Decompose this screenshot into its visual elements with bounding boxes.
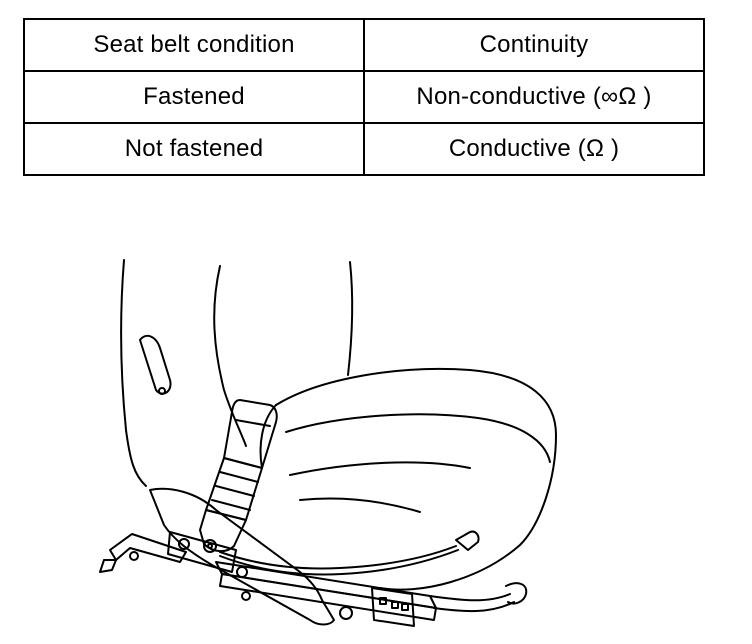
bracket-hole (237, 567, 247, 577)
buckle-sleeve-rib3 (212, 500, 250, 510)
cell-continuity-non-conductive: Non-conductive (∞Ω ) (363, 70, 705, 124)
harness-wire-b (220, 550, 458, 574)
seat-cushion-outline (276, 369, 556, 590)
rail-slot-1 (380, 598, 386, 604)
buckle-sleeve (206, 458, 262, 520)
table-row: Fastened Non-conductive (∞Ω ) (23, 70, 705, 124)
buckle-head-line (236, 420, 270, 426)
cushion-side-edge (261, 405, 276, 468)
seat-cushion-front-seam (290, 462, 470, 475)
seat-back-right-edge (348, 262, 352, 375)
seat-cushion-lower (300, 499, 420, 513)
seat-belt-buckle-switch-icon (0, 200, 752, 644)
seat-lever-handle (506, 583, 526, 603)
cell-continuity-conductive: Conductive (Ω ) (363, 122, 705, 176)
header-continuity: Continuity (363, 18, 705, 72)
rail-slot-3 (402, 604, 408, 610)
recliner-bolt (159, 388, 165, 394)
seat-side-panel (150, 489, 334, 625)
rail-hole-2 (242, 592, 250, 600)
harness-wire (220, 546, 456, 568)
seat-rail-left-lower (100, 560, 116, 572)
table-header-row: Seat belt condition Continuity (23, 18, 705, 72)
cell-condition-not-fastened: Not fastened (23, 122, 365, 176)
rail-hole-1 (340, 607, 352, 619)
rail-bolt-2 (179, 539, 189, 549)
buckle-mount-bolt (204, 540, 216, 552)
recliner-slot (140, 336, 171, 394)
table-row: Not fastened Conductive (Ω ) (23, 122, 705, 176)
seat-lever-b (434, 602, 514, 611)
seat-rail-long-lower (220, 574, 436, 620)
header-seat-belt-condition: Seat belt condition (23, 18, 365, 72)
buckle-sleeve-rib2 (216, 486, 254, 496)
rail-slot-2 (392, 602, 398, 608)
harness-connector (456, 532, 479, 550)
cell-condition-fastened: Fastened (23, 70, 365, 124)
seat-bracket (168, 532, 236, 572)
seat-back-outline (121, 260, 146, 486)
rail-bolt-1 (130, 552, 138, 560)
buckle-head (224, 400, 277, 468)
seat-cushion-seam (286, 414, 550, 462)
buckle-mount-bolt-inner (208, 544, 212, 548)
seat-back-inner-left (214, 266, 246, 446)
seat-lever (430, 594, 510, 600)
buckle-sleeve-rib1 (220, 472, 258, 482)
continuity-table: Seat belt condition Continuity Fastened … (23, 18, 705, 176)
seat-rail-right (372, 588, 414, 626)
